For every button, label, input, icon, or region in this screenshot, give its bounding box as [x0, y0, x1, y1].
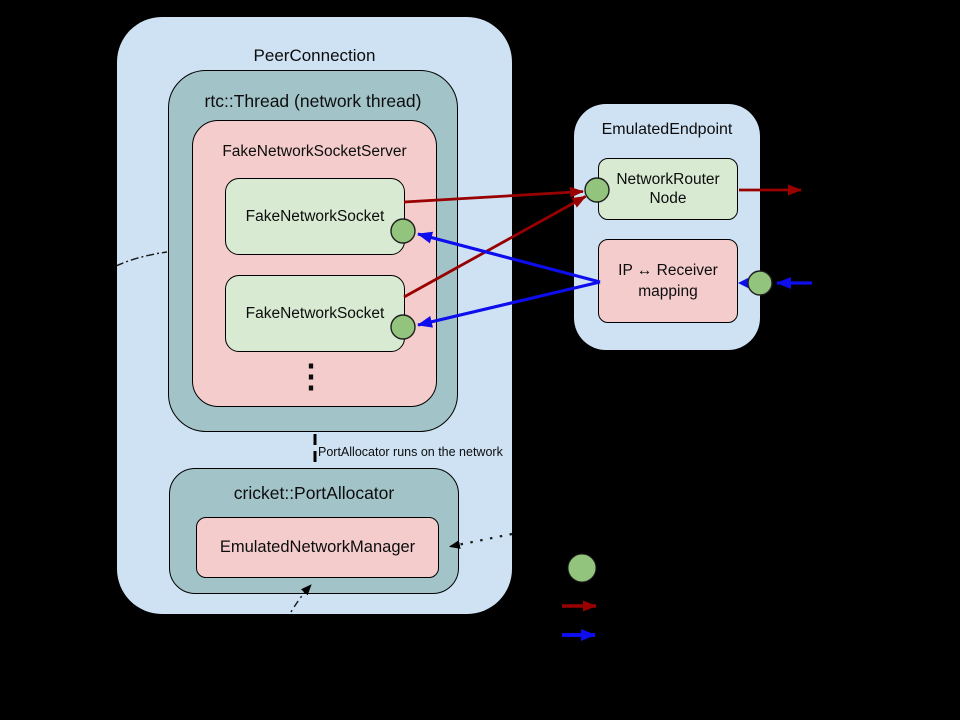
legend-binding-circle-icon [567, 553, 597, 583]
emulated-endpoint-title: EmulatedEndpoint [601, 121, 733, 138]
network-thread-title: rtc::Thread (network thread) [204, 91, 422, 111]
fake-network-socket-2: FakeNetworkSocket [225, 275, 405, 352]
network-router-node-label-line2: Node [649, 190, 687, 207]
network-router-node-box: NetworkRouter Node [598, 158, 738, 220]
socket-server-title: FakeNetworkSocketServer [222, 143, 407, 160]
connector-note: PortAllocator runs on the network [318, 445, 503, 459]
ip-receiver-mapping-box: IP ↔ Receiver mapping [598, 239, 738, 323]
emulated-network-manager-label: EmulatedNetworkManager [219, 538, 416, 556]
emulated-network-manager-box: EmulatedNetworkManager [196, 517, 439, 578]
fake-network-socket-2-label: FakeNetworkSocket [245, 304, 385, 322]
ip-receiver-mapping-label-line1: IP ↔ Receiver [618, 262, 718, 279]
ip-receiver-mapping-label-line2: mapping [638, 283, 698, 300]
fake-network-socket-1-label: FakeNetworkSocket [245, 207, 385, 225]
peer-connection-title: PeerConnection [253, 46, 376, 65]
fake-network-socket-1: FakeNetworkSocket [225, 178, 405, 255]
more-sockets-ellipsis: ⋮ [295, 358, 327, 394]
port-allocator-title: cricket::PortAllocator [233, 483, 395, 503]
network-router-node-label-line1: NetworkRouter [616, 171, 720, 188]
socket-server-box [192, 120, 437, 407]
